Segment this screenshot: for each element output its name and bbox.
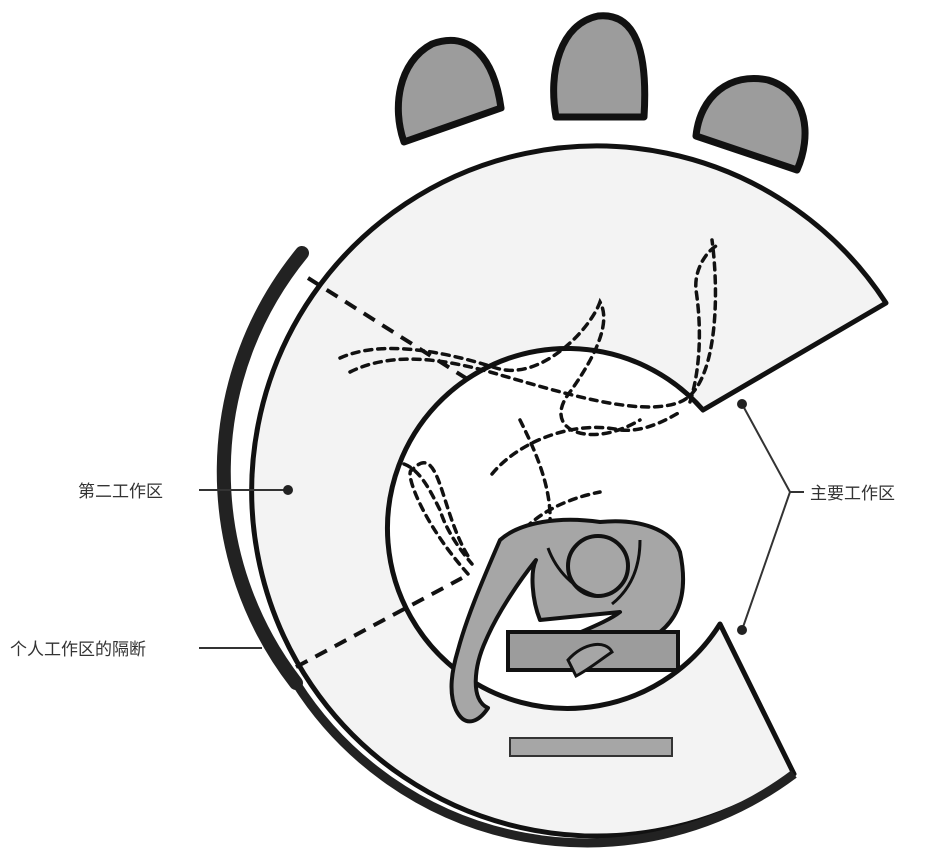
dot-secondary	[283, 485, 293, 495]
leader-primary-bracket	[742, 404, 790, 630]
label-secondary-work-zone: 第二工作区	[78, 482, 163, 502]
label-primary-work-zone: 主要工作区	[810, 484, 895, 504]
dot-primary-top	[737, 399, 747, 409]
label-personal-zone-partition: 个人工作区的隔断	[10, 640, 146, 660]
keyboard-bar	[510, 738, 672, 756]
chair-left	[398, 40, 501, 142]
dot-primary-bottom	[737, 625, 747, 635]
chair-right	[696, 78, 805, 170]
chair-middle	[554, 16, 645, 117]
c-shaped-desk	[252, 146, 886, 836]
